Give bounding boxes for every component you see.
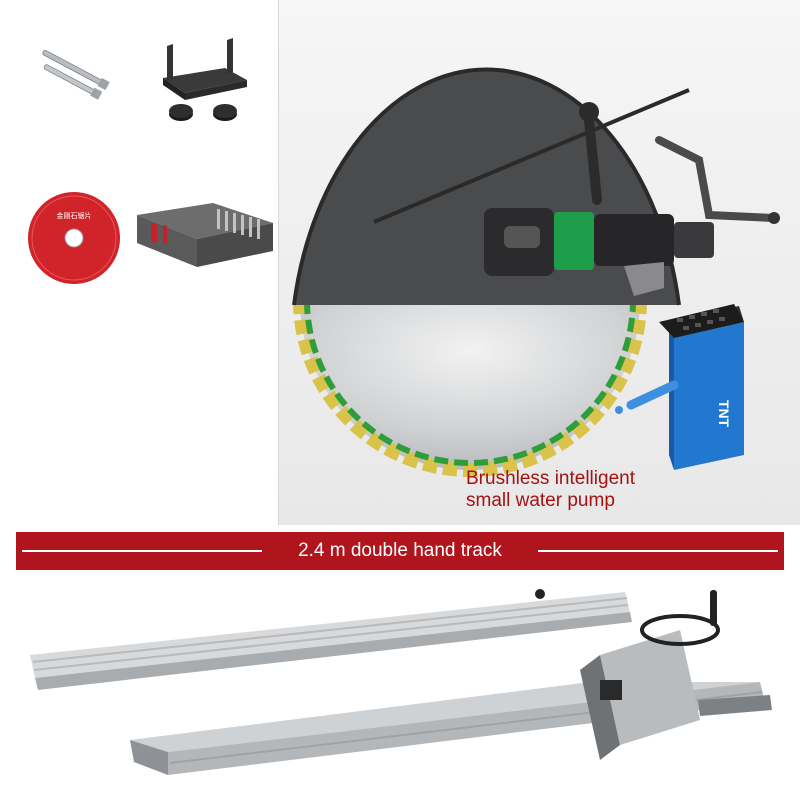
blade-label: 金刚石锯片 bbox=[57, 211, 92, 220]
pump-caption-line1: Brushless intelligent bbox=[466, 468, 635, 489]
track-banner-text: 2.4 m double hand track bbox=[16, 532, 784, 570]
blade-segments bbox=[293, 299, 647, 477]
banner-rule-right bbox=[538, 550, 778, 552]
track-banner-label: 2.4 m double hand track bbox=[286, 540, 514, 561]
diamond-blade-image: 金刚石锯片 bbox=[28, 192, 120, 284]
pump-caption-line2: small water pump bbox=[466, 490, 615, 511]
wall-saw-panel: TNT bbox=[279, 0, 800, 525]
pump-caption: Brushless intelligent small water pump bbox=[466, 468, 696, 512]
track-banner: 2.4 m double hand track bbox=[16, 532, 784, 570]
track-rails-image bbox=[30, 589, 772, 775]
accessories-panel: 金刚石锯片 bbox=[0, 0, 278, 525]
mounting-bracket-image bbox=[163, 38, 247, 121]
water-pump-image: TNT bbox=[615, 304, 744, 470]
track-rails-panel bbox=[0, 570, 800, 800]
expansion-bolts-image bbox=[42, 49, 110, 100]
wall-saw-image: TNT bbox=[292, 67, 780, 477]
tool-kit-image bbox=[137, 203, 273, 267]
panel-divider bbox=[278, 0, 279, 525]
pump-brand-label: TNT bbox=[716, 400, 732, 428]
banner-rule-left bbox=[22, 550, 262, 552]
